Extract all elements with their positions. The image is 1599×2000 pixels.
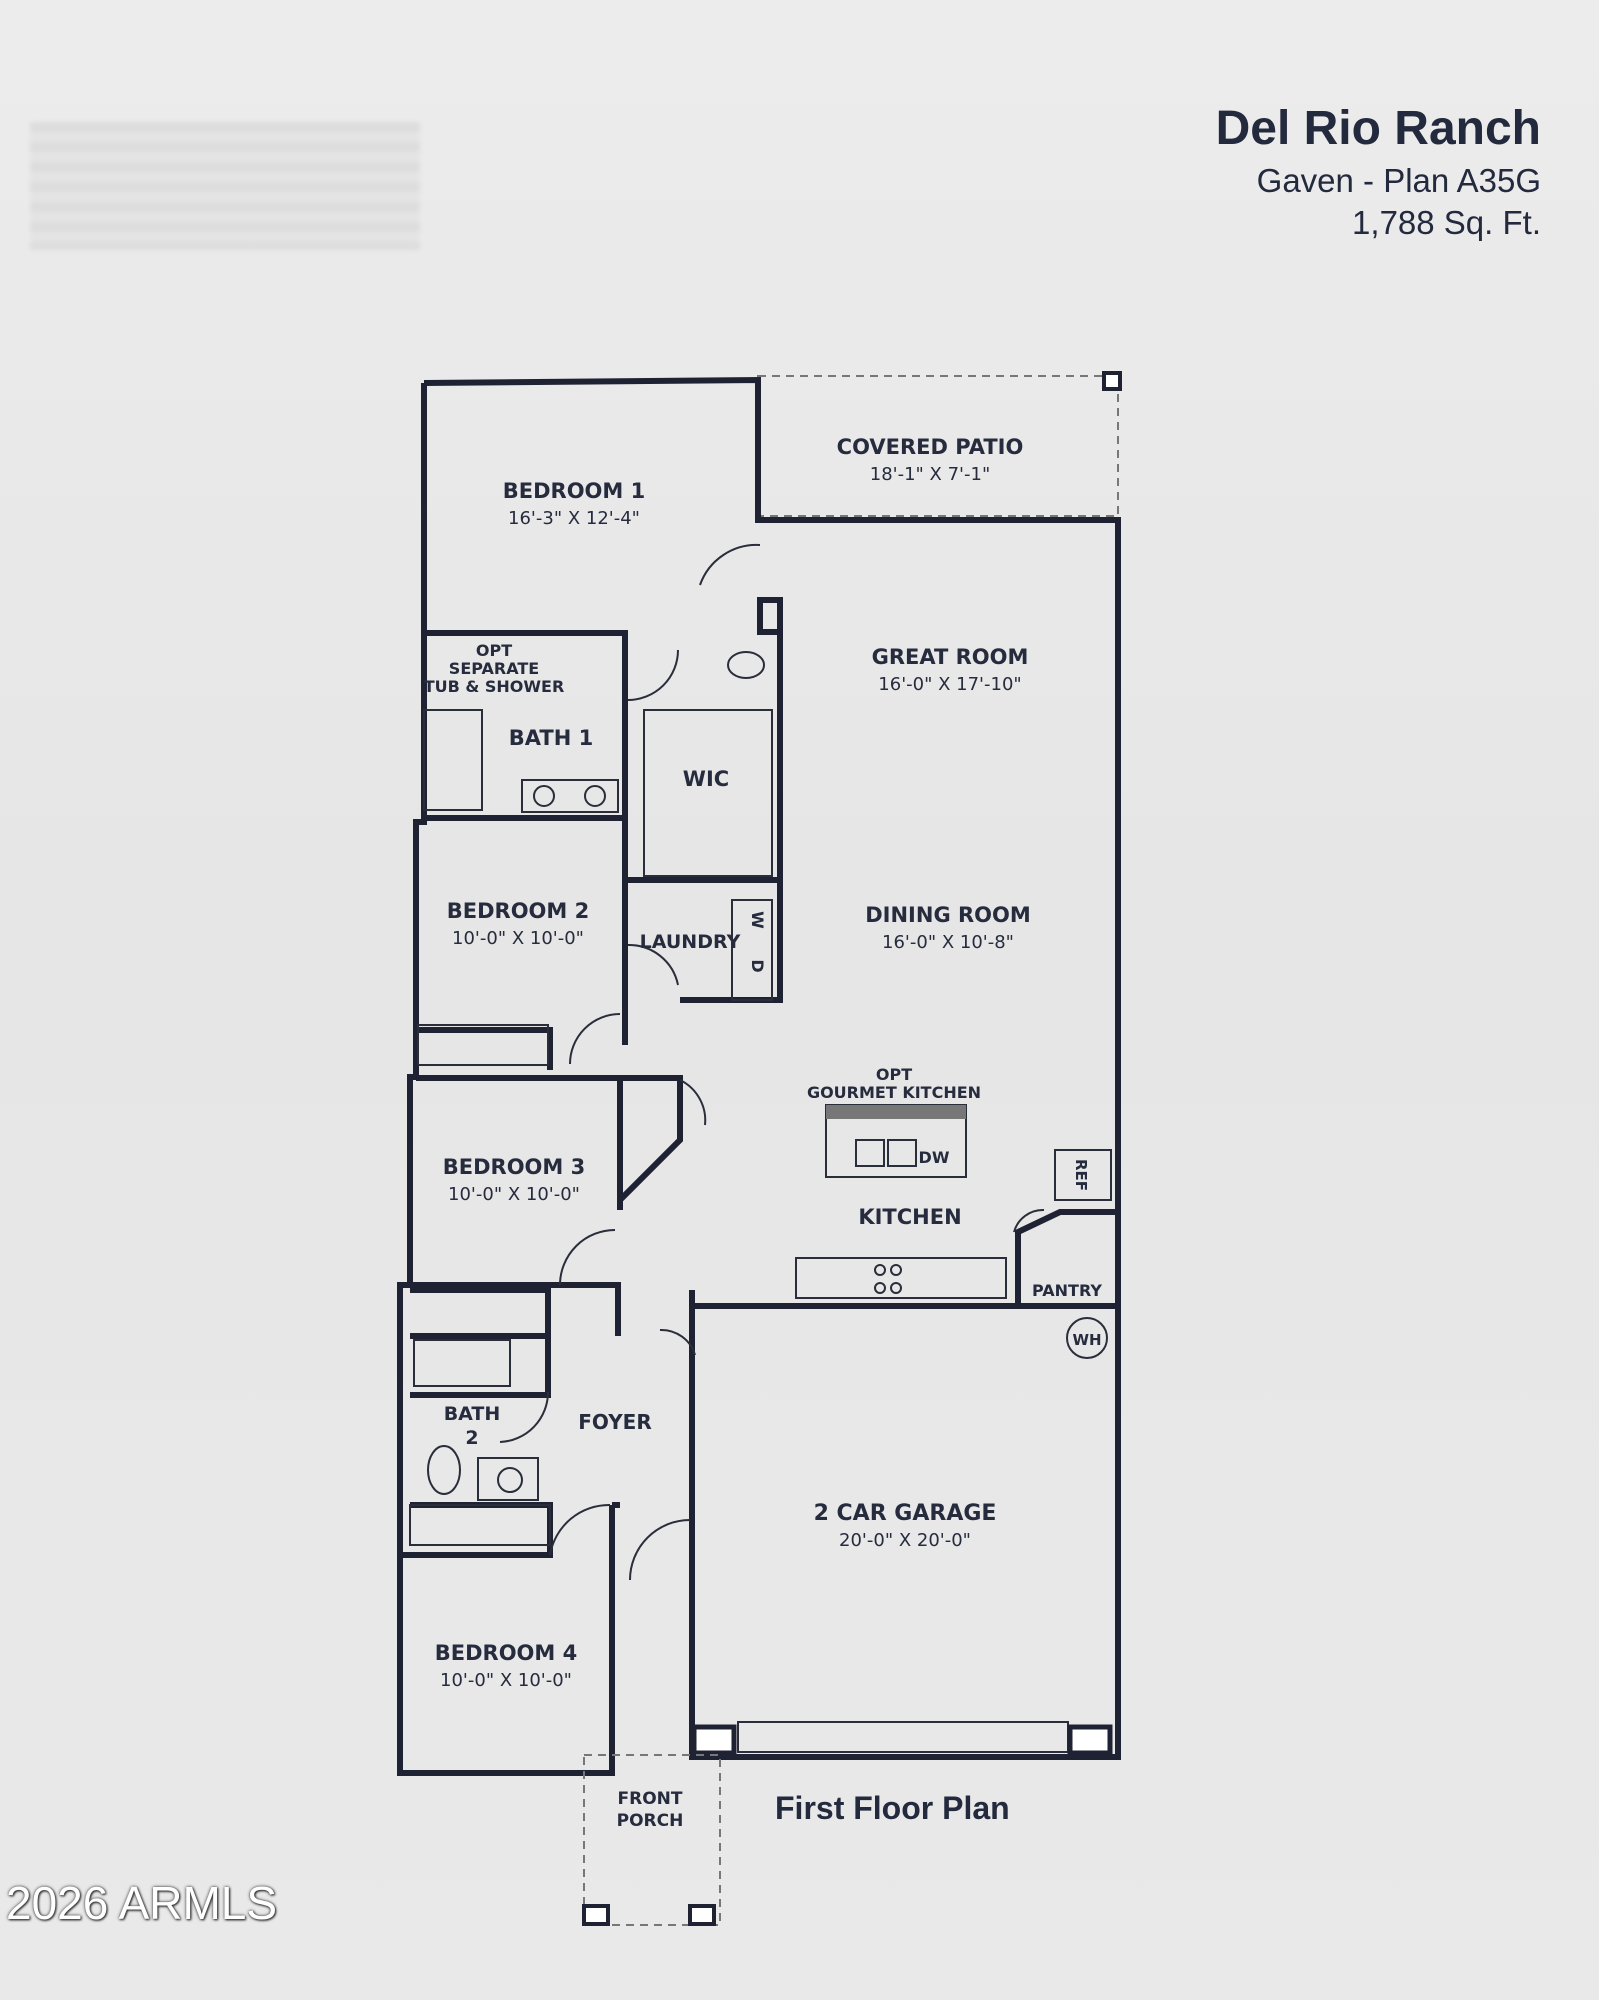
bath2-line2: 2	[465, 1427, 478, 1449]
great-room-label: GREAT ROOM	[872, 645, 1029, 669]
opt-tub-line1: OPT	[476, 641, 512, 660]
community-name: Del Rio Ranch	[1215, 102, 1541, 155]
floor-plan-caption: First Floor Plan	[775, 1790, 1010, 1826]
bedroom1-dim: 16'-3" X 12'-4"	[508, 508, 640, 529]
title-block: Del Rio Ranch Gaven - Plan A35G 1,788 Sq…	[1216, 98, 1541, 244]
watermark: 2026 ARMLS	[6, 1877, 278, 1929]
refrigerator-label: REF	[1072, 1159, 1090, 1191]
bedroom4-label: BEDROOM 4	[435, 1641, 577, 1665]
opt-kitchen-line1: OPT	[876, 1065, 912, 1084]
garage-label: 2 CAR GARAGE	[814, 1501, 997, 1526]
kitchen-label: KITCHEN	[858, 1205, 961, 1229]
front-porch-line1: FRONT	[618, 1789, 683, 1809]
interior-walls	[400, 597, 1118, 1558]
dryer-label: D	[748, 959, 767, 972]
laundry-label: LAUNDRY	[640, 931, 741, 953]
opt-tub-line2: SEPARATE	[449, 659, 539, 678]
bath2-line1: BATH	[444, 1403, 501, 1425]
wic-label: WIC	[683, 767, 729, 791]
water-heater-label: WH	[1072, 1331, 1101, 1349]
opt-kitchen-line2: GOURMET KITCHEN	[807, 1083, 981, 1102]
foyer-label: FOYER	[578, 1410, 652, 1434]
plan-name: Gaven - Plan A35G	[1256, 162, 1541, 199]
dishwasher-label: DW	[919, 1148, 950, 1167]
garage-dim: 20'-0" X 20'-0"	[839, 1530, 971, 1551]
bedroom4-dim: 10'-0" X 10'-0"	[440, 1670, 572, 1691]
bath1-label: BATH 1	[509, 726, 593, 750]
covered-patio-label: COVERED PATIO	[837, 435, 1024, 459]
front-porch-line2: PORCH	[617, 1811, 684, 1831]
redacted-logo	[30, 122, 420, 250]
pantry-label: PANTRY	[1032, 1281, 1102, 1300]
bedroom2-dim: 10'-0" X 10'-0"	[452, 928, 584, 949]
great-room-dim: 16'-0" X 17'-10"	[878, 674, 1021, 695]
dining-room-dim: 16'-0" X 10'-8"	[882, 932, 1014, 953]
patio-post	[1102, 371, 1122, 391]
bedroom3-label: BEDROOM 3	[443, 1155, 585, 1179]
fixtures	[409, 651, 1113, 1926]
square-footage: 1,788 Sq. Ft.	[1352, 204, 1541, 241]
bedroom2-label: BEDROOM 2	[447, 899, 589, 923]
opt-tub-line3: TUB & SHOWER	[424, 677, 565, 696]
washer-label: W	[748, 911, 767, 929]
door-swings	[499, 543, 1045, 1581]
bedroom1-label: BEDROOM 1	[503, 479, 645, 503]
covered-patio-dim: 18'-1" X 7'-1"	[870, 464, 990, 485]
dining-room-label: DINING ROOM	[865, 903, 1031, 927]
bedroom3-dim: 10'-0" X 10'-0"	[448, 1184, 580, 1205]
